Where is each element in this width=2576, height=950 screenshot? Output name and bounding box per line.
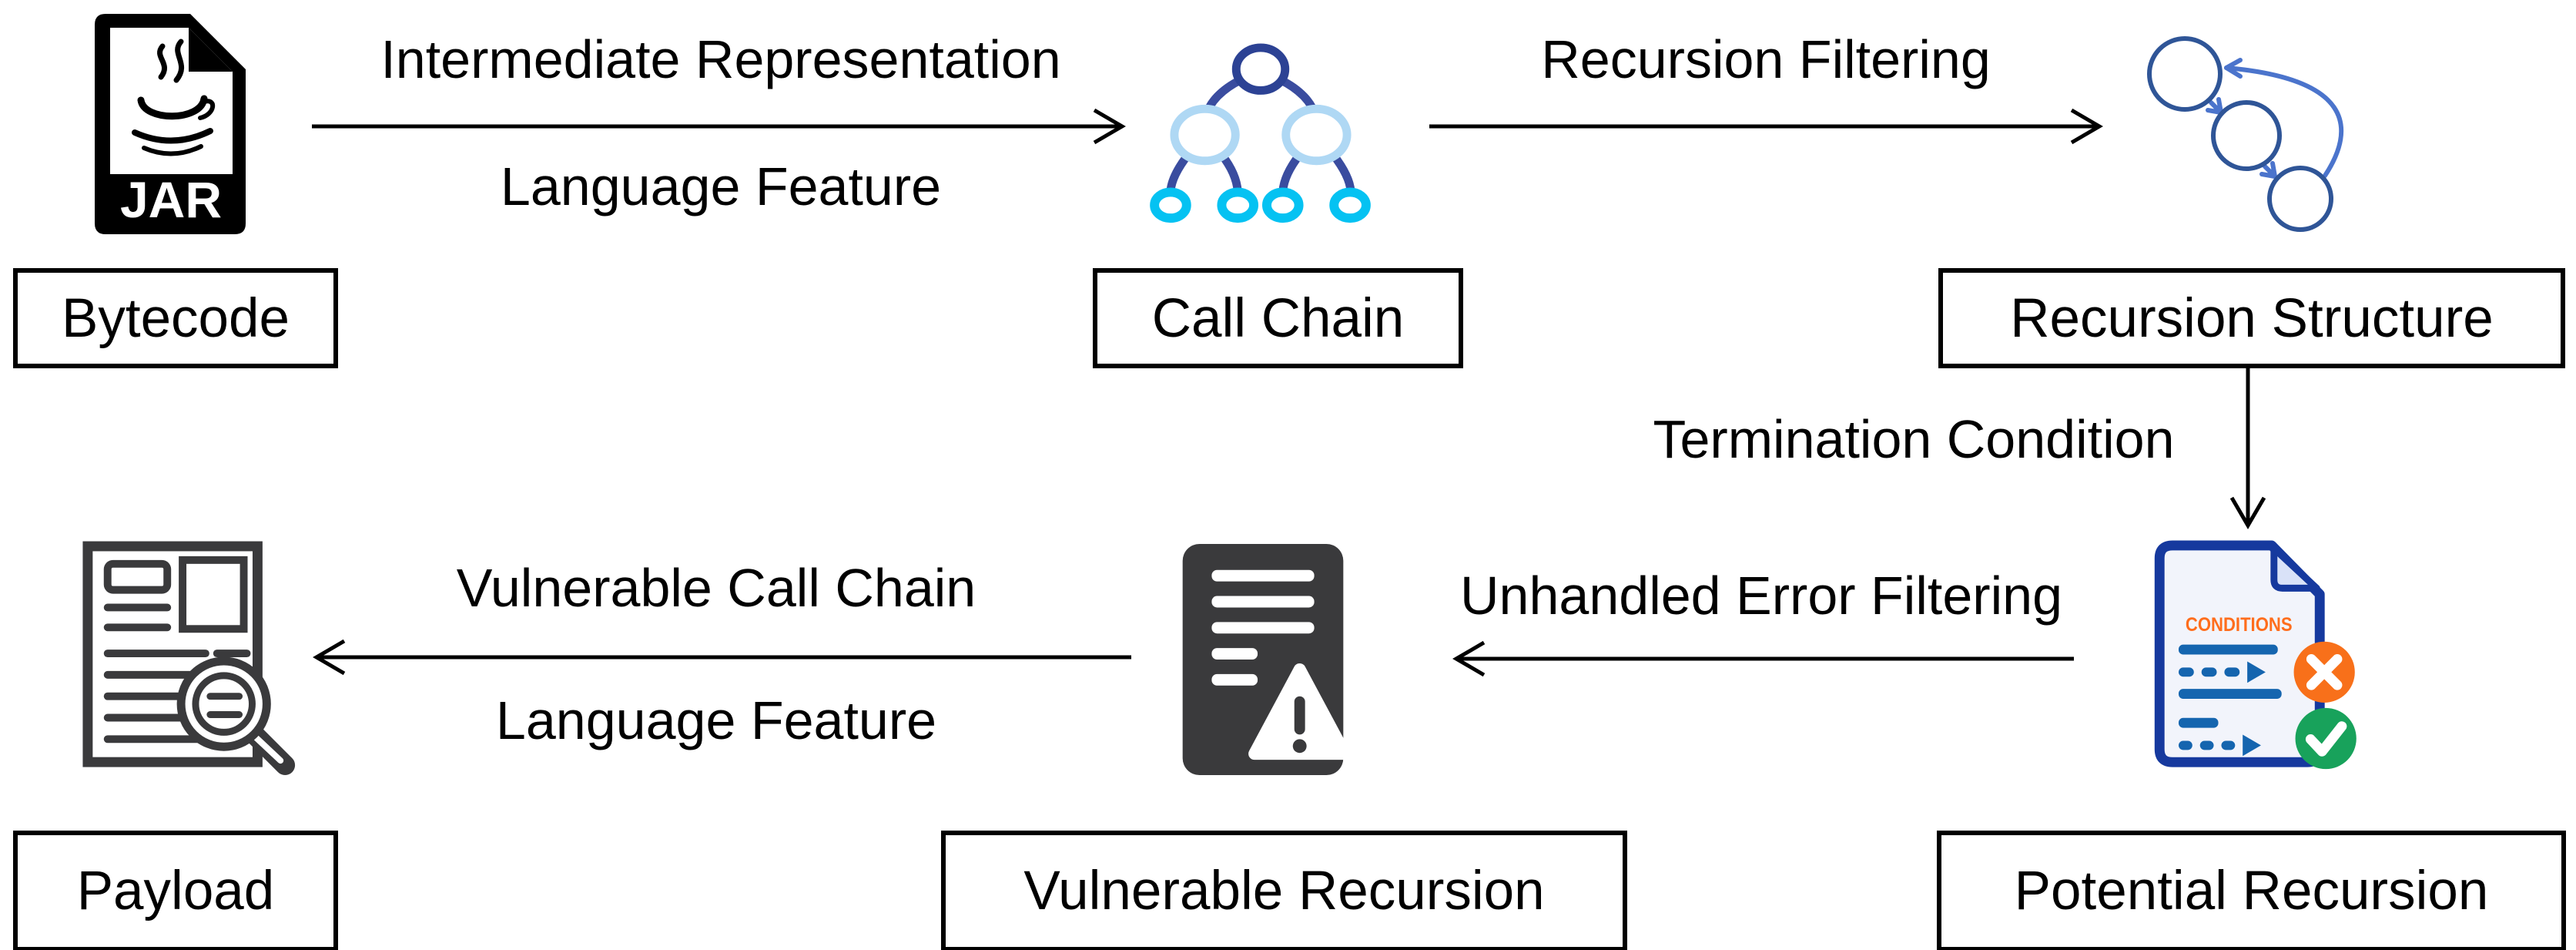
arrow-callchain-to-recursionstructure (1429, 108, 2103, 145)
node-bytecode-label: Bytecode (61, 287, 290, 349)
java-cup-glyph (132, 39, 215, 156)
magnifier-glyph (176, 656, 296, 775)
call-chain-tree-icon-svg (1150, 43, 1371, 223)
arrow-potentialrecursion-to-vulnerablerecursion (1452, 640, 2074, 677)
node-vulnerable-recursion: Vulnerable Recursion (941, 831, 1627, 950)
warning-document-icon (1179, 541, 1347, 778)
edge-label-recursion-filtering: Recursion Filtering (1541, 29, 1991, 89)
node-potential-recursion-label: Potential Recursion (2014, 861, 2489, 921)
edge-label-termination-condition: Termination Condition (1653, 409, 2175, 469)
jar-file-icon: JAR (93, 12, 247, 236)
node-payload: Payload (13, 831, 338, 950)
cross-badge-icon (2293, 641, 2355, 703)
warning-triangle-glyph (1248, 663, 1347, 760)
edge-label-intermediate-representation: Intermediate Representation (380, 29, 1061, 89)
node-recursion-structure-label: Recursion Structure (2010, 287, 2494, 349)
conditions-lines-glyph (2178, 644, 2282, 757)
jar-badge-text: JAR (120, 171, 222, 228)
edge-label-unhandled-error-filtering: Unhandled Error Filtering (1459, 566, 2063, 626)
payload-report-icon (77, 537, 307, 782)
node-bytecode: Bytecode (13, 268, 338, 368)
node-call-chain: Call Chain (1093, 268, 1463, 368)
node-vulnerable-recursion-label: Vulnerable Recursion (1023, 861, 1545, 921)
edge-label-language-feature-top: Language Feature (500, 156, 942, 217)
conditions-document-icon-svg: CONDITIONS (2154, 540, 2357, 770)
edge-label-language-feature-bottom: Language Feature (495, 690, 937, 750)
arrow-bytecode-to-callchain (312, 108, 1126, 145)
warning-document-icon-svg (1182, 543, 1347, 776)
conditions-document-icon: CONDITIONS (2149, 538, 2368, 778)
jar-file-icon-svg: JAR (95, 14, 246, 234)
node-payload-label: Payload (76, 861, 275, 921)
node-recursion-structure: Recursion Structure (1938, 268, 2565, 368)
arrow-vulnerablerecursion-to-payload (313, 639, 1131, 676)
recursion-cycle-icon (2139, 28, 2357, 236)
edge-label-vulnerable-call-chain: Vulnerable Call Chain (456, 558, 976, 618)
node-call-chain-label: Call Chain (1151, 287, 1405, 349)
check-badge-icon (2295, 707, 2357, 770)
call-chain-tree-icon (1147, 40, 1375, 231)
recursion-cycle-icon-svg (2147, 36, 2344, 232)
payload-report-icon-svg (82, 541, 296, 775)
conditions-title-text: CONDITIONS (2186, 615, 2293, 636)
arrow-recursionstructure-to-potentialrecursion (2229, 359, 2266, 529)
node-potential-recursion: Potential Recursion (1937, 831, 2566, 950)
